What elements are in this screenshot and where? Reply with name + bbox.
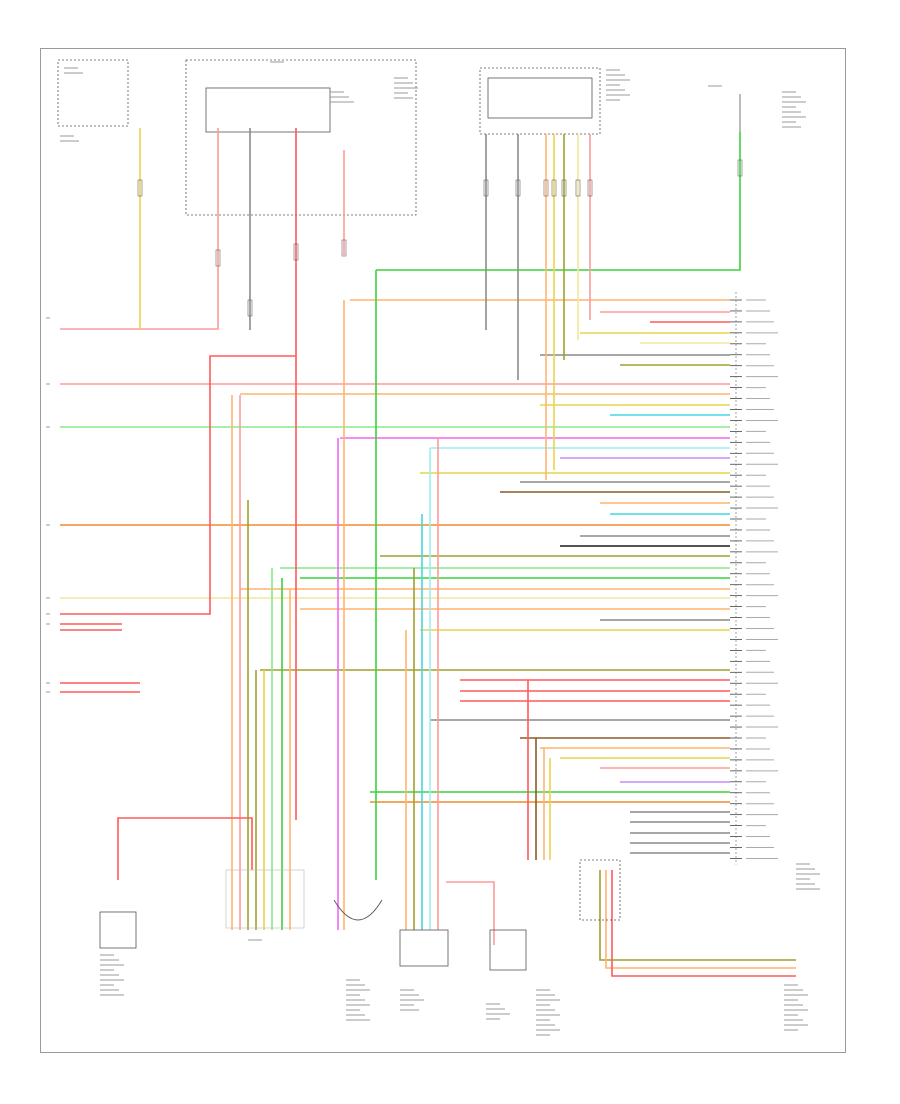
connector-marker — [737, 159, 743, 177]
relay-box — [479, 67, 601, 135]
module-wire-3 — [611, 870, 796, 977]
feed-wire-left-1 — [60, 355, 296, 615]
connector-marker — [515, 179, 521, 197]
connector-marker — [215, 249, 221, 267]
connector-marker — [551, 179, 557, 197]
hot-fuse-wire — [376, 132, 741, 271]
fuse-block — [205, 87, 331, 133]
connector-marker — [137, 179, 143, 197]
diagram-frame — [40, 48, 846, 1053]
connector-marker — [247, 299, 253, 317]
idle-air-control — [333, 899, 383, 921]
relay-inner — [487, 77, 593, 119]
module-wire-1 — [599, 870, 796, 961]
ignition-feed-wire — [60, 128, 219, 330]
connector-marker — [575, 179, 581, 197]
module-connector — [579, 859, 621, 921]
connector-marker — [587, 179, 593, 197]
throttle-sensor — [399, 929, 449, 967]
fuel-pump-feed — [117, 817, 253, 880]
fuel-tank-sensor — [489, 929, 527, 971]
connector-marker — [543, 179, 549, 197]
fuse-panel — [185, 59, 417, 216]
fuel-tank-feed — [446, 881, 495, 945]
ground-connector — [225, 869, 305, 929]
connector-marker — [483, 179, 489, 197]
fuel-pump — [99, 911, 137, 949]
connector-marker — [561, 179, 567, 197]
module-wire-2 — [605, 870, 796, 969]
connector-marker — [293, 243, 299, 261]
connector-marker — [341, 239, 347, 257]
